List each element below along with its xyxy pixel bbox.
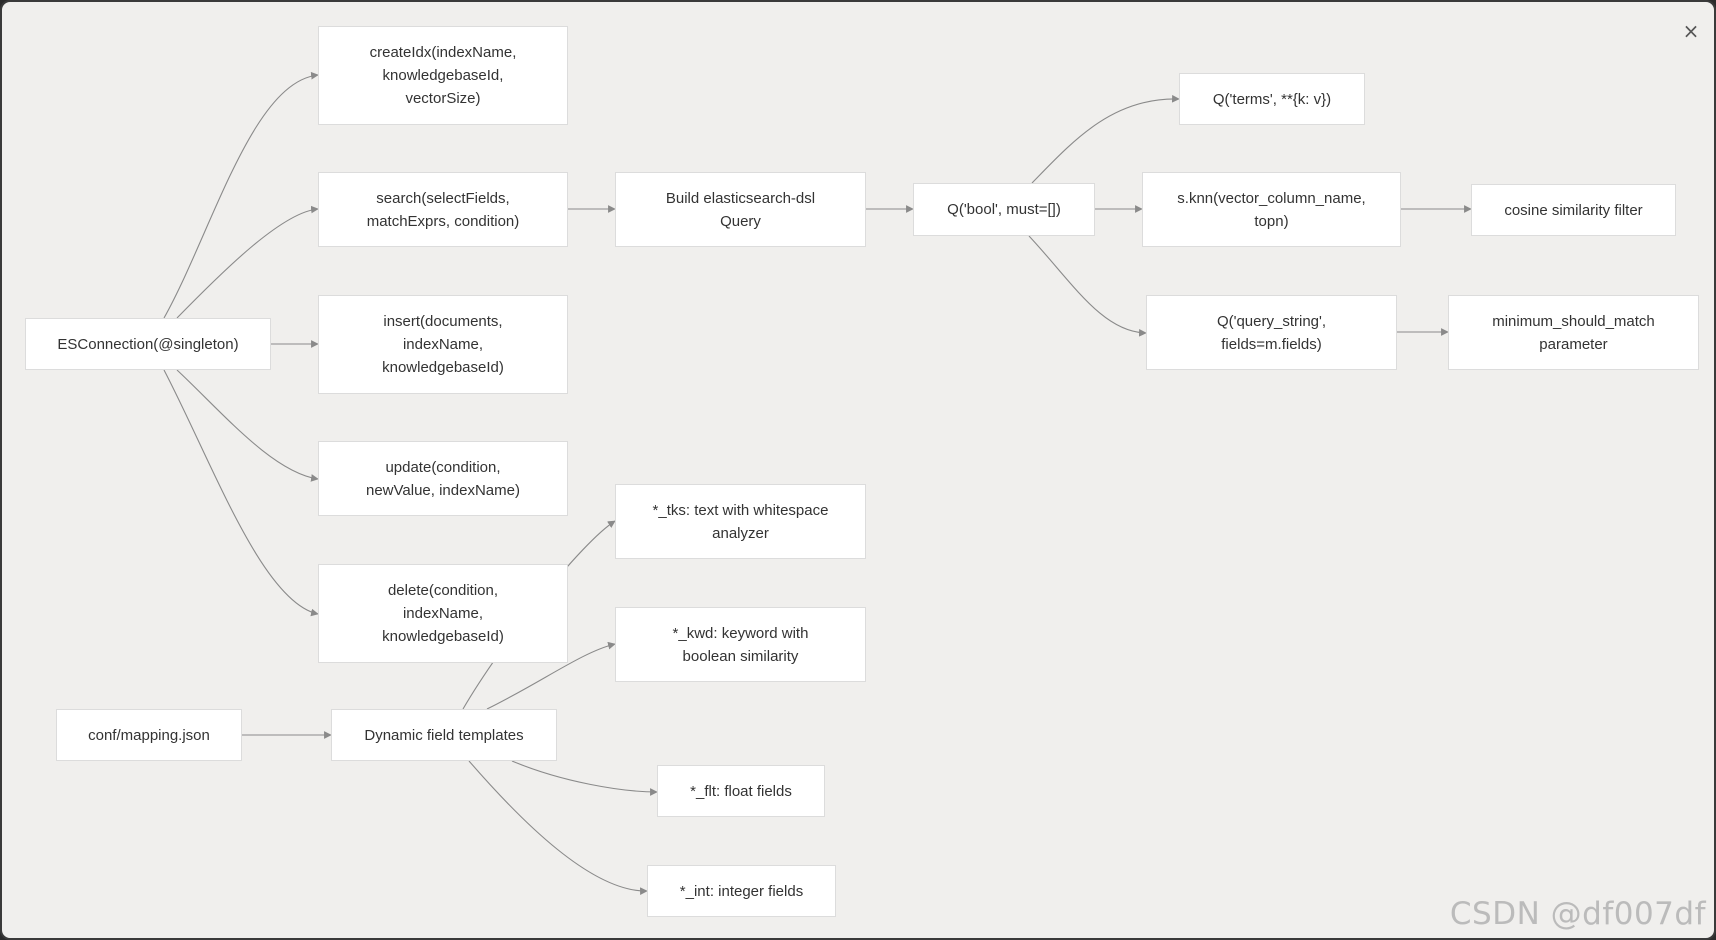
node-int: *_int: integer fields (647, 865, 836, 917)
close-icon[interactable]: × (1682, 19, 1700, 43)
edge-esconnection-search (176, 205, 319, 319)
edge-templates-flt (511, 760, 658, 796)
edge-qbool-qterms (1031, 94, 1180, 184)
node-search: search(selectFields, matchExprs, conditi… (318, 172, 568, 247)
edge-esconnection-update (176, 369, 319, 482)
node-insert: insert(documents, indexName, knowledgeba… (318, 295, 568, 394)
node-cosine: cosine similarity filter (1471, 184, 1676, 236)
node-dynamic-templates: Dynamic field templates (331, 709, 557, 761)
edge-templates-kwd (486, 641, 616, 710)
node-q-bool: Q('bool', must=[]) (913, 183, 1095, 236)
node-kwd: *_kwd: keyword with boolean similarity (615, 607, 866, 682)
node-tks: *_tks: text with whitespace analyzer (615, 484, 866, 559)
node-min-should-match: minimum_should_match parameter (1448, 295, 1699, 370)
node-esconnection: ESConnection(@singleton) (25, 318, 271, 370)
node-s-knn: s.knn(vector_column_name, topn) (1142, 172, 1401, 247)
node-q-query-string: Q('query_string', fields=m.fields) (1146, 295, 1397, 370)
node-flt: *_flt: float fields (657, 765, 825, 817)
node-delete: delete(condition, indexName, knowledgeba… (318, 564, 568, 663)
edge-qbool-querystring (1028, 235, 1147, 337)
edge-templates-int (468, 760, 648, 895)
edge-esconnection-delete (163, 369, 319, 617)
watermark: CSDN @df007df (1449, 896, 1706, 932)
node-build-query: Build elasticsearch-dsl Query (615, 172, 866, 247)
node-mapping-json: conf/mapping.json (56, 709, 242, 761)
node-createidx: createIdx(indexName, knowledgebaseId, ve… (318, 26, 568, 125)
edge-esconnection-createidx (163, 71, 319, 319)
node-update: update(condition, newValue, indexName) (318, 441, 568, 516)
node-q-terms: Q('terms', **{k: v}) (1179, 73, 1365, 125)
